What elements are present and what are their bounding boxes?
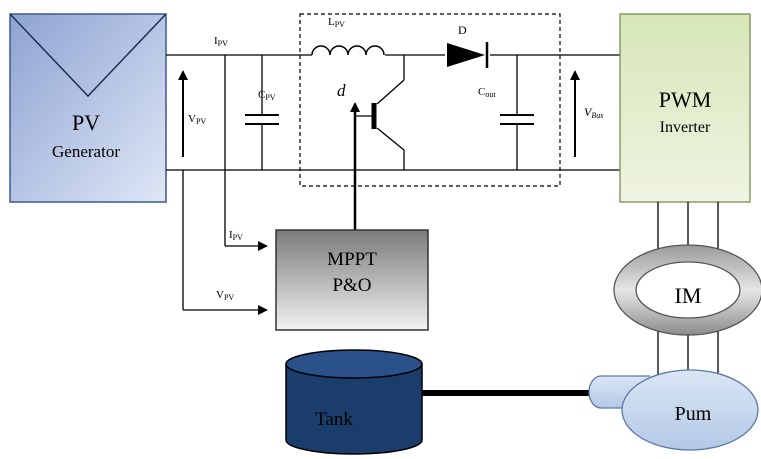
vbus-label: VBus — [584, 105, 603, 120]
motor-label: IM — [675, 283, 702, 308]
pv-generator-title: PV — [72, 110, 100, 135]
capacitor-cout — [500, 55, 534, 170]
vpv-mppt-label: VPV — [216, 289, 234, 302]
cout-label: Cout — [478, 86, 496, 99]
pump: Pum — [588, 369, 759, 451]
mppt-block: MPPT P&O — [275, 229, 429, 331]
duty-cycle-label: d — [337, 81, 346, 100]
ipv-mppt-label: IPV — [229, 229, 243, 242]
pv-generator-block: PV Generator — [9, 13, 167, 203]
tank: Tank — [285, 349, 423, 455]
mppt-title: MPPT — [327, 249, 377, 270]
pwm-inverter-block: PWM Inverter — [619, 13, 751, 203]
inverter-subtitle: Inverter — [660, 119, 711, 136]
inductor-lpv — [311, 45, 385, 56]
inverter-title: PWM — [659, 87, 712, 112]
tank-label: Tank — [315, 409, 353, 430]
mppt-subtitle: P&O — [332, 275, 371, 296]
boost-converter-box — [299, 13, 561, 187]
switch-transistor — [355, 55, 405, 170]
pv-generator-subtitle: Generator — [52, 142, 120, 161]
lpv-label: LPV — [328, 16, 345, 29]
ipv-label-top: IPV — [214, 35, 228, 48]
vpv-label-left: VPV — [188, 113, 206, 126]
pump-label: Pum — [675, 403, 712, 425]
diode-label: D — [458, 23, 467, 37]
dc-rails — [166, 54, 620, 171]
capacitor-cpv — [245, 55, 279, 170]
cpv-label: CPV — [258, 89, 276, 102]
diode-d — [447, 42, 489, 68]
induction-motor: IM — [613, 244, 761, 336]
sensing-lines — [182, 55, 268, 315]
